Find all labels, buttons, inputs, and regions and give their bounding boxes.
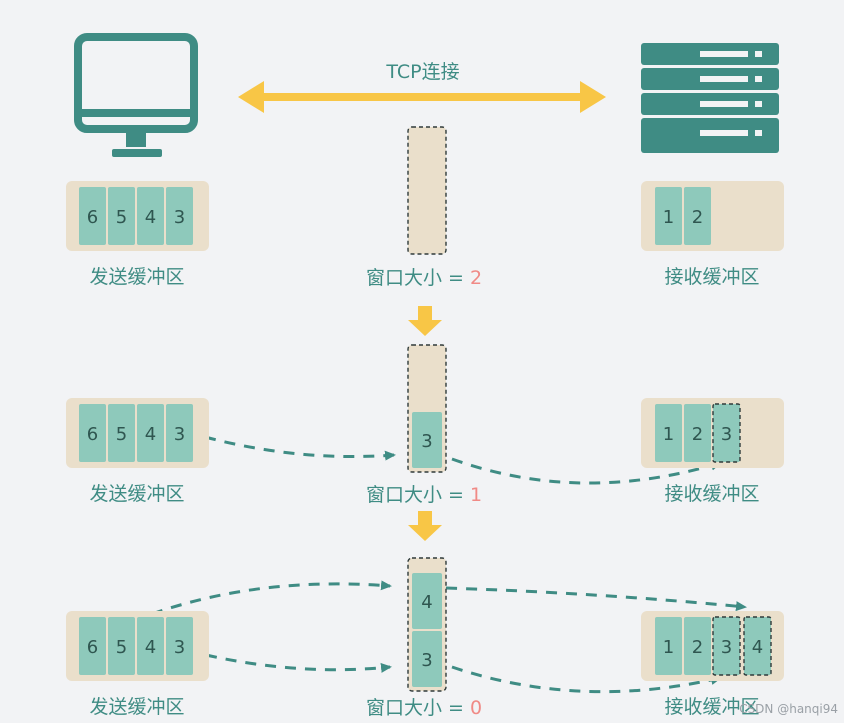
transfer-arrow [445,586,747,612]
recv-pending-segment-label: 3 [721,424,732,445]
send-segment [108,617,135,675]
recv-segment [655,187,682,245]
window-segment-label: 3 [421,431,432,452]
recv-buffer-label: 接收缓冲区 [664,483,759,505]
recv-segment-label: 1 [663,207,674,228]
recv-segment [655,404,682,462]
tcp-connection-title: TCP连接 [385,61,459,83]
down-arrow [408,511,442,541]
send-segment [166,617,193,675]
send-segment [166,404,193,462]
send-segment-label: 6 [87,424,98,445]
send-buffer-label: 发送缓冲区 [89,483,184,505]
watermark: CSDN @hanqi94 [739,702,838,716]
send-segment-label: 3 [174,424,185,445]
send-segment [79,187,106,245]
recv-segment [684,187,711,245]
recv-pending-segment [712,616,741,676]
recv-segment-label: 1 [663,637,674,658]
window-segment [412,631,442,687]
transfer-arrow [205,653,392,673]
recv-segment [655,617,682,675]
send-segment [79,617,106,675]
recv-pending-segment-label: 3 [721,637,732,658]
send-segment-label: 3 [174,637,185,658]
recv-segment-label: 2 [692,207,703,228]
recv-segment [684,404,711,462]
send-segment-label: 5 [116,637,127,658]
server-icon [641,43,779,153]
send-segment-label: 3 [174,207,185,228]
send-buffer-label: 发送缓冲区 [89,266,184,288]
window-size-label: 窗口大小 = 2 [366,267,482,289]
recv-segment-label: 1 [663,424,674,445]
send-buffer-label: 发送缓冲区 [89,696,184,718]
window-segment [412,412,442,468]
window-size-prefix: 窗口大小 = [366,484,470,506]
send-segment-label: 4 [145,207,156,228]
window-column [407,126,447,255]
window-size-value: 1 [470,484,482,506]
recv-pending-segment [712,403,741,463]
send-segment [166,187,193,245]
recv-pending-segment [743,616,772,676]
transfer-arrow [151,580,392,616]
recv-segment-label: 2 [692,637,703,658]
send-segment [137,404,164,462]
recv-buffer-label: 接收缓冲区 [664,266,759,288]
send-segment-label: 5 [116,207,127,228]
send-segment-label: 5 [116,424,127,445]
send-segment [137,617,164,675]
window-size-value: 2 [470,267,482,289]
window-segment-label: 4 [421,592,432,613]
window-size-label: 窗口大小 = 1 [366,484,482,506]
send-segment-label: 6 [87,207,98,228]
send-segment [79,404,106,462]
recv-pending-segment-label: 4 [752,637,763,658]
send-segment-label: 6 [87,637,98,658]
window-size-prefix: 窗口大小 = [366,267,470,289]
window-segment-label: 3 [421,650,432,671]
recv-buffer-label: 接收缓冲区 [664,696,759,718]
recv-segment [684,617,711,675]
send-segment [108,404,135,462]
window-size-value: 0 [470,697,482,719]
send-segment [108,187,135,245]
window-size-label: 窗口大小 = 0 [366,697,482,719]
send-segment-label: 4 [145,424,156,445]
send-segment-label: 4 [145,637,156,658]
window-segment [412,573,442,629]
tcp-connection-arrow [238,81,606,113]
monitor-icon [74,33,198,157]
window-size-prefix: 窗口大小 = [366,697,470,719]
send-segment [137,187,164,245]
transfer-arrow [204,435,396,461]
down-arrow [408,306,442,336]
recv-segment-label: 2 [692,424,703,445]
